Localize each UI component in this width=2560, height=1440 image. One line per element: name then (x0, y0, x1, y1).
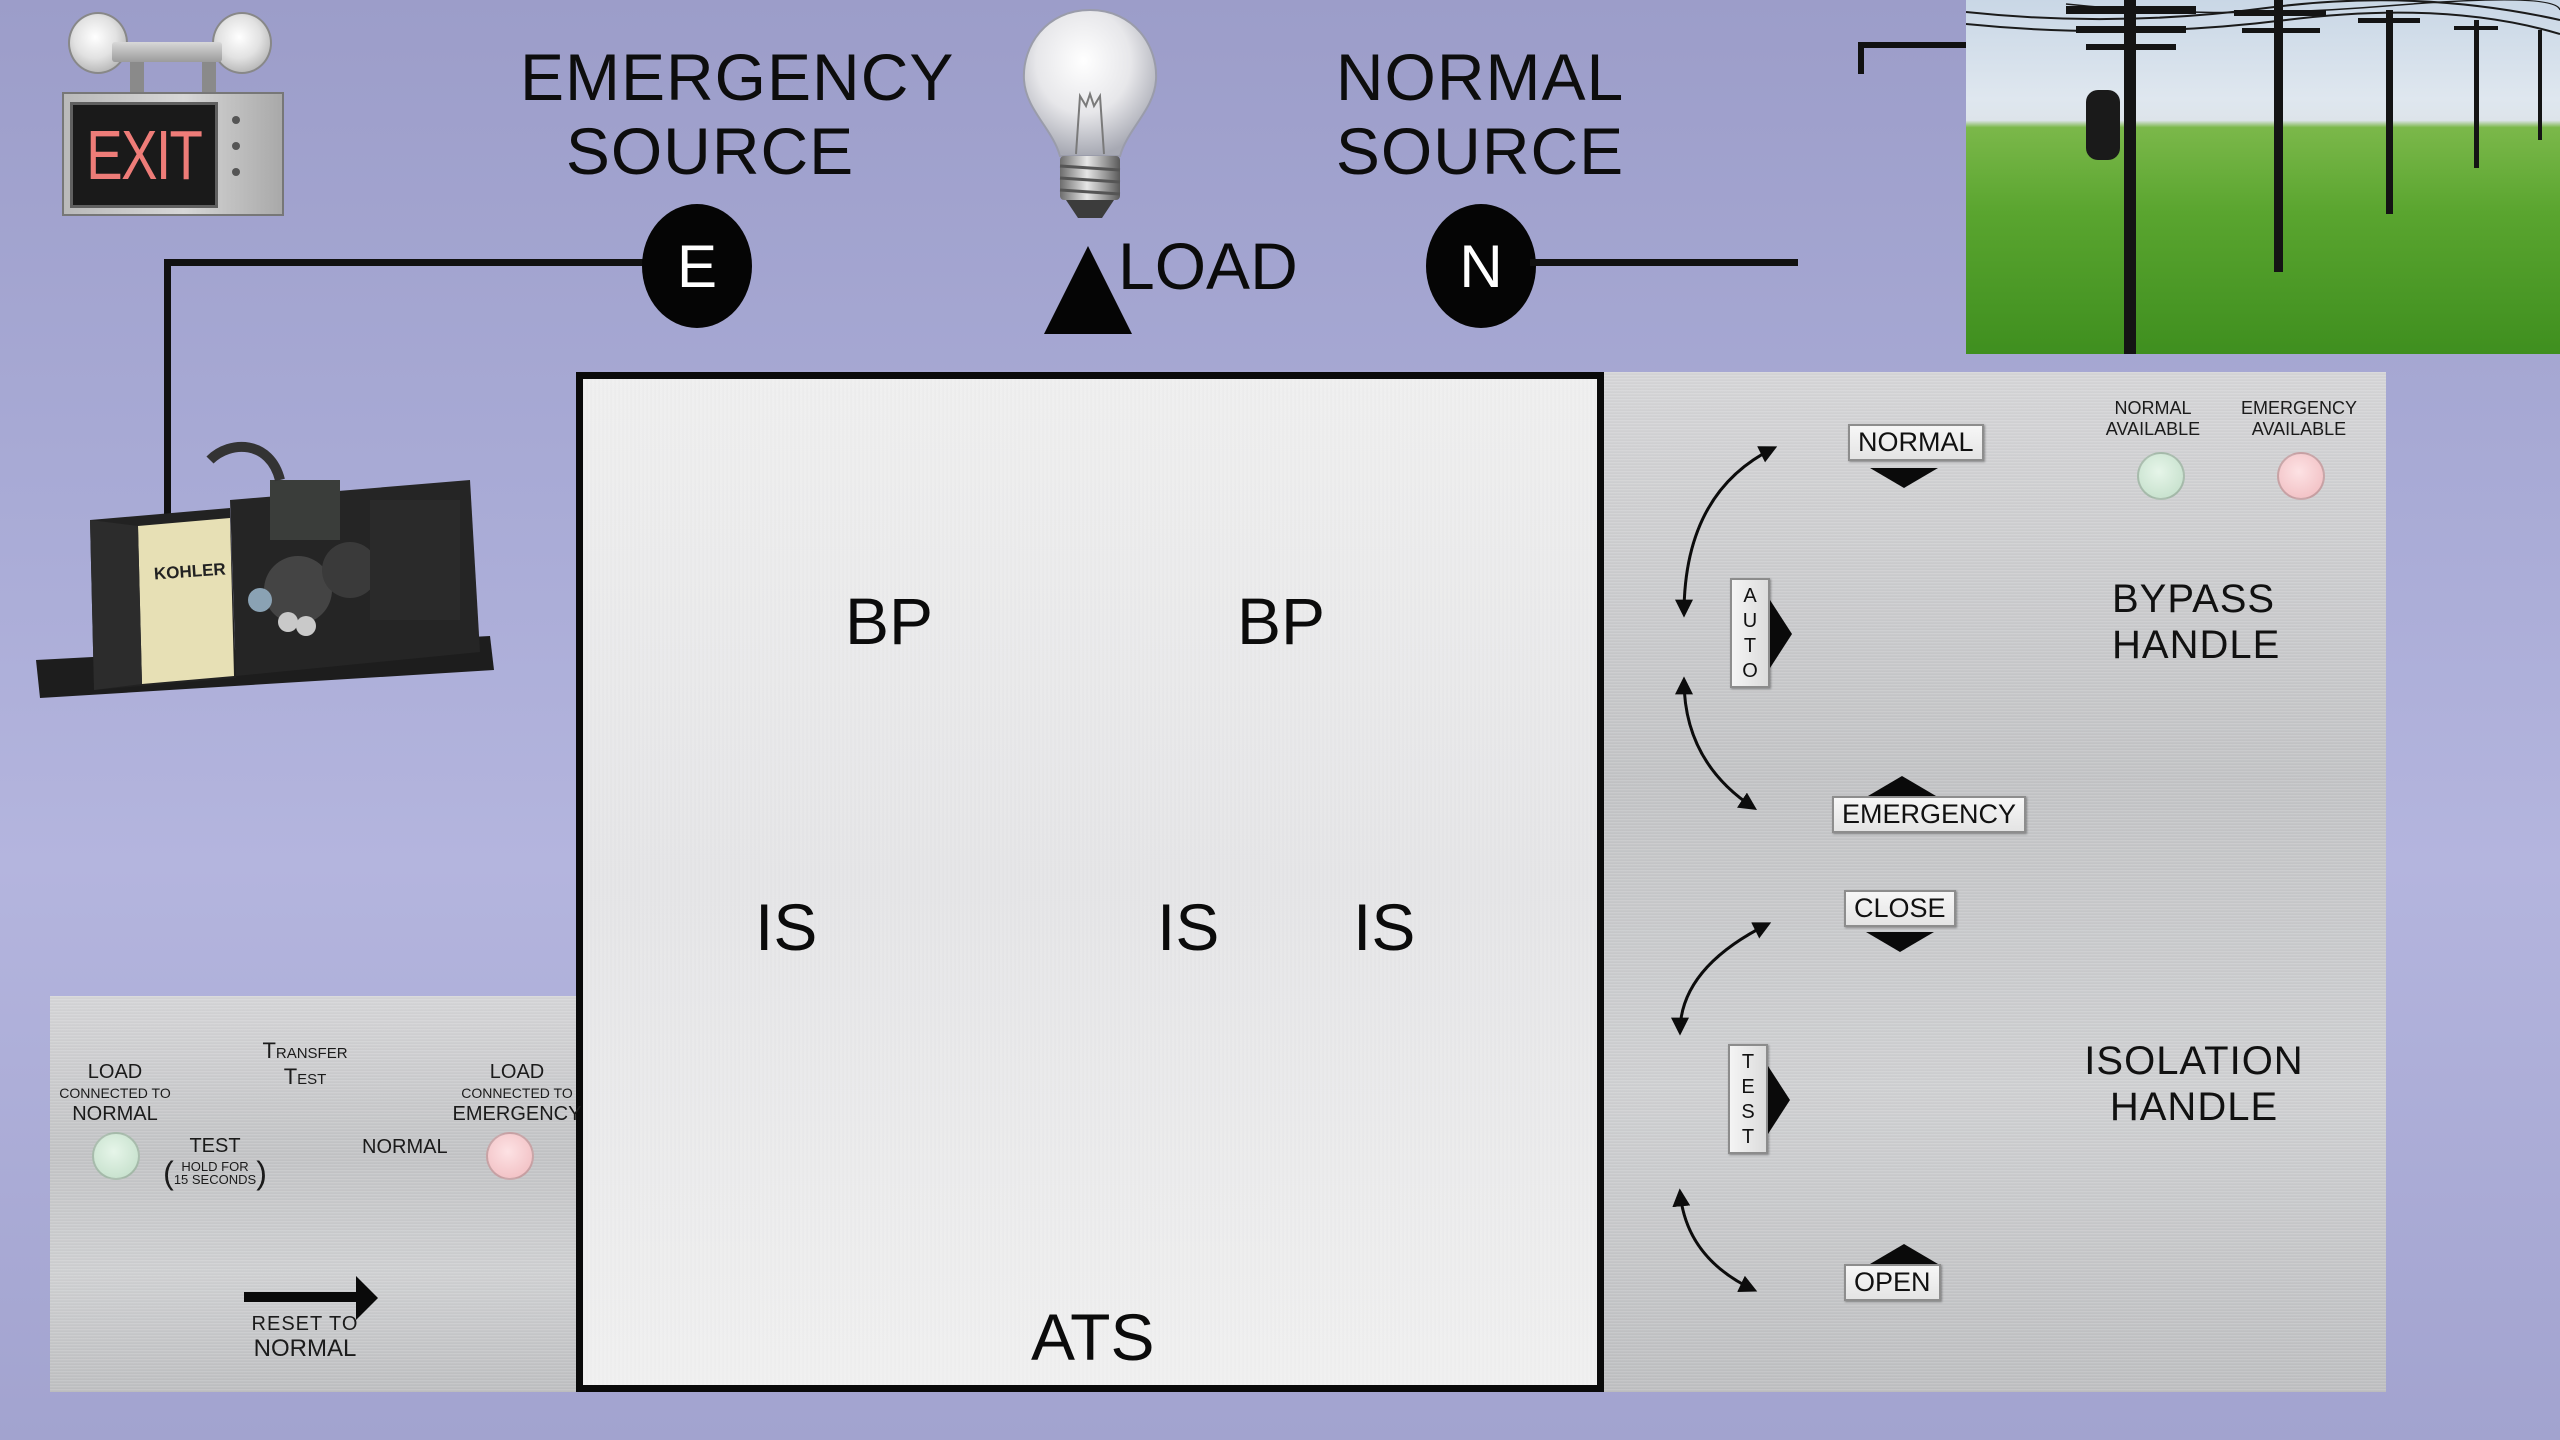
transfer-control-panel: LOAD CONNECTED TO NORMAL Transfer Test L… (50, 996, 581, 1392)
bypass-emergency-button[interactable]: EMERGENCY (1832, 796, 2027, 833)
test-position-label[interactable]: TEST ( HOLD FOR 15 SECONDS ) (163, 1135, 267, 1191)
utility-power-lines-image (1966, 0, 2560, 354)
ats-label: ATS (1031, 1300, 1155, 1374)
emergency-available-label: EMERGENCY AVAILABLE (2240, 398, 2357, 439)
bypass-isolation-panel: NORMAL AVAILABLE EMERGENCY AVAILABLE NOR… (1604, 372, 2386, 1392)
n-source-symbol: N (1426, 204, 1536, 328)
emergency-available-lamp (2277, 452, 2325, 500)
reset-arrow-head-icon (356, 1276, 378, 1320)
test-arrow-icon (1768, 1066, 1790, 1134)
auto-arrow-icon (1770, 600, 1792, 668)
is-left-label: IS (755, 890, 818, 964)
e-source-symbol: E (642, 204, 752, 328)
isolation-close-button[interactable]: CLOSE (1844, 890, 1956, 927)
utility-wire-vertical (1858, 42, 1864, 74)
load-label: LOAD (1118, 229, 1298, 303)
bypass-normal-button[interactable]: NORMAL (1848, 424, 1984, 461)
generator-image: KOHLER (30, 440, 500, 740)
load-triangle-icon (1044, 246, 1132, 334)
reset-to-normal-label[interactable]: RESET TO NORMAL (251, 1313, 359, 1362)
normal-source-label: NORMAL SOURCE (1335, 40, 1625, 188)
ats-cabinet: BP BP IS IS IS ATS (576, 372, 1604, 1392)
bp-left-label: BP (845, 584, 934, 658)
load-emergency-label: LOAD CONNECTED TO EMERGENCY (452, 1061, 582, 1125)
isolation-open-button[interactable]: OPEN (1844, 1264, 1941, 1301)
is-middle-label: IS (1157, 890, 1220, 964)
isolation-arrows-icon (1671, 922, 1772, 1293)
isolation-close-arrow-icon (1866, 932, 1934, 952)
bypass-arrows-icon (1675, 446, 1778, 810)
bp-right-label: BP (1237, 584, 1326, 658)
normal-available-label: NORMAL AVAILABLE (2105, 398, 2201, 439)
bypass-normal-arrow-icon (1870, 468, 1938, 488)
load-normal-lamp (92, 1132, 140, 1180)
exit-text: EXIT (86, 116, 203, 194)
emergency-source-label: EMERGENCY SOURCE (520, 40, 955, 188)
normal-position-label[interactable]: NORMAL (362, 1136, 448, 1158)
light-bulb-icon (1010, 6, 1170, 242)
transfer-test-label: Transfer Test (262, 1038, 348, 1089)
bypass-handle-label: BYPASS HANDLE (2112, 577, 2281, 667)
load-emergency-lamp (486, 1132, 534, 1180)
isolation-handle-label: ISOLATION HANDLE (2084, 1039, 2304, 1129)
bypass-emergency-arrow-icon (1868, 776, 1936, 796)
load-normal-label: LOAD CONNECTED TO NORMAL (59, 1061, 171, 1125)
exit-sign: EXIT (60, 12, 286, 218)
isolation-open-arrow-icon (1870, 1244, 1938, 1264)
normal-available-lamp (2137, 452, 2185, 500)
emergency-wire-vertical (164, 259, 171, 523)
reset-arrow-icon (244, 1292, 364, 1302)
test-label[interactable]: T E S T (1728, 1044, 1768, 1154)
auto-label[interactable]: A U T O (1730, 578, 1770, 688)
normal-wire-horizontal (1530, 259, 1798, 266)
emergency-wire-horizontal (164, 259, 654, 266)
is-right-label: IS (1353, 890, 1416, 964)
utility-wire-horizontal (1858, 42, 2018, 48)
